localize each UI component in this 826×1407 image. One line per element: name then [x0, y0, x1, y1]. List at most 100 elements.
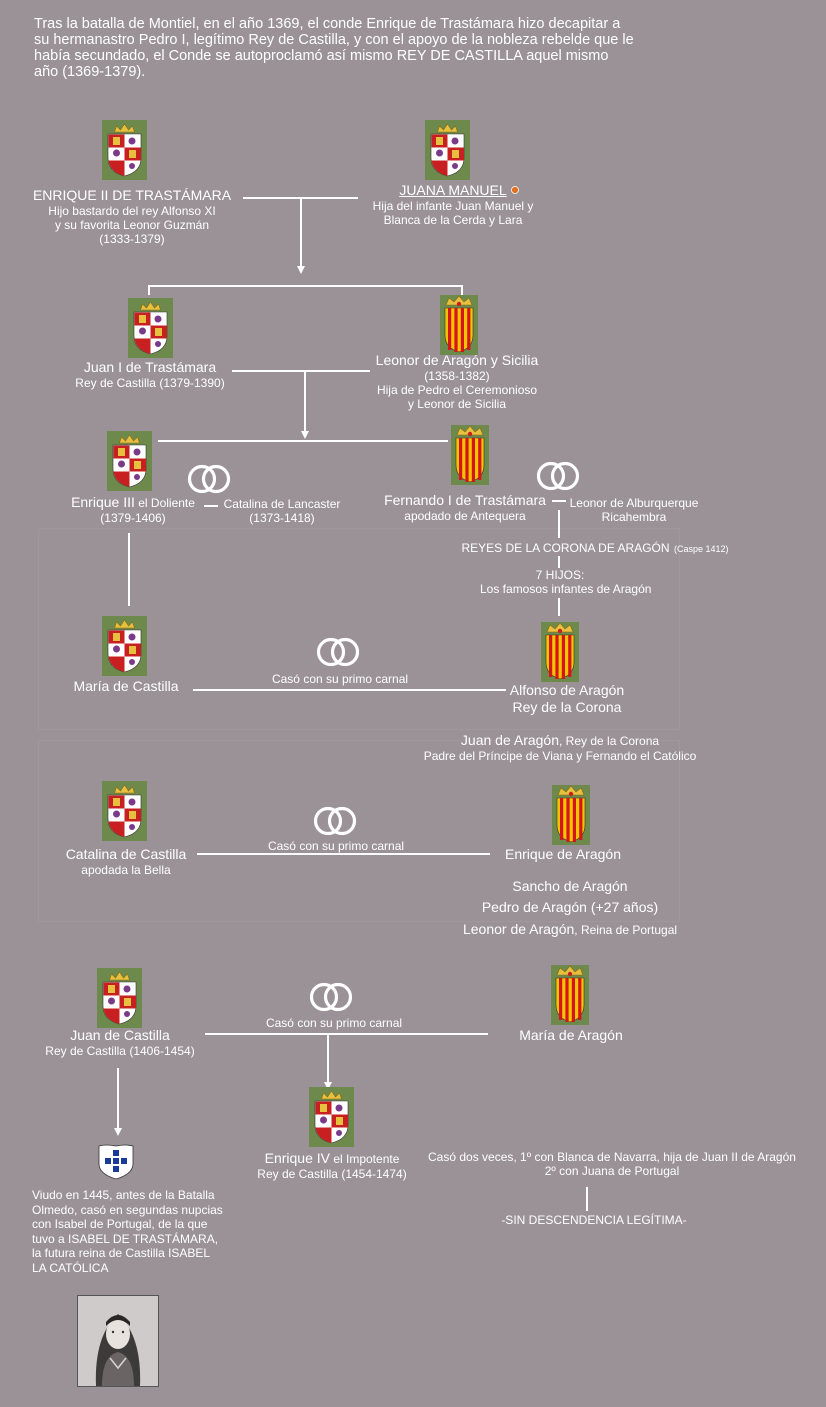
descent-line [558, 510, 560, 538]
descent-arrow [297, 266, 305, 274]
aragon-coat-of-arms-icon [440, 295, 478, 355]
person-name: Juan de Aragón [460, 732, 560, 748]
sin-descendencia: -SIN DESCENDENCIA LEGÍTIMA- [501, 1213, 687, 1227]
marriage-line [193, 689, 506, 691]
hijos-count: 7 HIJOS: [535, 568, 585, 582]
person-name: Fernando I de Trastámara [384, 492, 546, 508]
castile-coat-of-arms-icon [102, 781, 147, 841]
aragon-coat-of-arms-icon [541, 622, 579, 682]
person-leonor-aragon-portugal: Leonor de Aragón, Reina de Portugal [440, 921, 700, 938]
person-name: María de Castilla [73, 678, 179, 694]
person-dates: (1379-1406) [100, 511, 166, 525]
descent-line [304, 371, 306, 433]
person-name: Enrique III [71, 494, 135, 510]
person-name: Catalina de Castilla [65, 846, 187, 862]
castile-coat-of-arms-icon [425, 120, 470, 180]
children-bracket [158, 440, 448, 442]
person-name: Catalina de Lancaster [223, 497, 341, 511]
descent-line [327, 1034, 329, 1084]
note-line: tuvo a ISABEL DE TRASTÁMARA, [32, 1231, 219, 1246]
descent-arrow [301, 431, 309, 439]
marriage-line [204, 505, 218, 507]
descent-line [558, 598, 560, 616]
descent-line [117, 1068, 119, 1130]
person-dates: (1373-1418) [249, 511, 315, 525]
marriage-label: Casó con su primo carnal [265, 1016, 403, 1030]
wedding-rings-icon [536, 461, 580, 491]
children-bracket [461, 285, 463, 295]
descent-arrow [324, 1082, 332, 1090]
person-juan-aragon: Juan de Aragón, Rey de la Corona Padre d… [400, 732, 720, 763]
marriage-label: Casó con su primo carnal [267, 839, 405, 853]
aragon-coat-of-arms-icon [552, 785, 590, 845]
person-name: Enrique IV [264, 1150, 330, 1166]
portugal-coat-of-arms-icon [98, 1144, 134, 1180]
person-juan-i: Juan I de Trastámara Rey de Castilla (13… [50, 359, 250, 390]
marriage-line [552, 500, 566, 502]
wedding-rings-icon [187, 464, 231, 494]
descent-line [586, 1187, 588, 1211]
wedding-rings-icon [309, 982, 353, 1012]
person-title: , Rey de la Corona [559, 734, 660, 748]
marriage-line [197, 853, 490, 855]
person-detail: Hija de Pedro el Ceremonioso [376, 383, 538, 397]
person-catalina-lancaster: Catalina de Lancaster (1373-1418) [216, 497, 348, 525]
person-name: Sancho de Aragón [512, 878, 628, 894]
person-name: ENRIQUE II DE TRASTÁMARA [32, 187, 232, 203]
note-line: LA CATÓLICA [32, 1260, 109, 1275]
note-line: Viudo en 1445, antes de la Batalla [32, 1188, 215, 1202]
aragon-coat-of-arms-icon [551, 965, 589, 1025]
reyes-corona-aragon: REYES DE LA CORONA DE ARAGÓN (Caspe 1412… [440, 541, 750, 556]
castile-coat-of-arms-icon [107, 431, 152, 491]
person-detail: y Leonor de Sicilia [407, 397, 507, 411]
person-name: Pedro de Aragón (+27 años) [481, 899, 659, 915]
person-detail: Hijo bastardo del rey Alfonso XI [48, 204, 216, 218]
note-line: la futura reina de Castilla ISABEL [32, 1246, 211, 1260]
person-name: Alfonso de Aragón [509, 682, 625, 698]
person-detail: Ricahembra [601, 510, 667, 524]
person-dates: (1358-1382) [424, 369, 490, 383]
isabel-note: Viudo en 1445, antes de la Batalla Olmed… [32, 1188, 272, 1275]
person-leonor-alburquerque: Leonor de Alburquerque Ricahembra [564, 496, 704, 524]
person-dates: (1333-1379) [99, 232, 165, 246]
castile-coat-of-arms-icon [309, 1087, 354, 1147]
portrait-icon [78, 1296, 158, 1386]
intro-paragraph: Tras la batalla de Montiel, en el año 13… [34, 16, 634, 80]
person-epithet: el Impotente [330, 1152, 400, 1166]
person-detail: Hija del infante Juan Manuel y [372, 199, 534, 213]
hijos-detail: Los famosos infantes de Aragón [480, 582, 652, 596]
background-frame [38, 528, 680, 730]
person-maria-castilla: María de Castilla [60, 678, 192, 695]
person-fernando-i: Fernando I de Trastámara apodado de Ante… [378, 492, 552, 523]
wedding-rings-icon [316, 637, 360, 667]
siete-hijos: 7 HIJOS: Los famosos infantes de Aragón [480, 568, 652, 596]
person-detail: Rey de Castilla (1379-1390) [75, 376, 225, 390]
enrique-iv-note: Casó dos veces, 1º con Blanca de Navarra… [420, 1150, 804, 1178]
note-line: 2º con Juana de Portugal [544, 1164, 680, 1178]
person-pedro-aragon: Pedro de Aragón (+27 años) [460, 899, 680, 916]
children-bracket [148, 285, 150, 295]
note-line: con Isabel de Portugal, de la que [32, 1217, 208, 1231]
descent-arrow [114, 1128, 122, 1136]
marriage-line [205, 1033, 488, 1035]
juana-manuel-link[interactable]: JUANA MANUEL [399, 182, 507, 198]
descent-line [300, 198, 302, 268]
reyes-corona-text: REYES DE LA CORONA DE ARAGÓN [461, 541, 670, 555]
person-detail: Rey de Castilla (1406-1454) [45, 1044, 195, 1058]
person-detail: Rey de la Corona [512, 699, 622, 715]
person-title: , Reina de Portugal [574, 923, 678, 937]
marriage-line [232, 370, 370, 372]
aragon-coat-of-arms-icon [451, 425, 489, 485]
person-detail: Blanca de la Cerda y Lara [383, 213, 523, 227]
person-name: Juan I de Trastámara [83, 359, 217, 375]
descent-line [128, 533, 130, 606]
note-line: Casó dos veces, 1º con Blanca de Navarra… [428, 1150, 796, 1164]
note-line: Olmedo, casó en segundas nupcias [32, 1202, 223, 1217]
person-enrique-ii: ENRIQUE II DE TRASTÁMARA Hijo bastardo d… [4, 187, 260, 246]
person-detail: Rey de Castilla (1454-1474) [257, 1167, 407, 1181]
link-marker-icon [511, 186, 519, 194]
marriage-label: Casó con su primo carnal [271, 672, 409, 686]
person-name: María de Aragón [519, 1027, 623, 1043]
reyes-corona-note: (Caspe 1412) [673, 544, 729, 554]
isabel-portrait-image [77, 1295, 159, 1387]
